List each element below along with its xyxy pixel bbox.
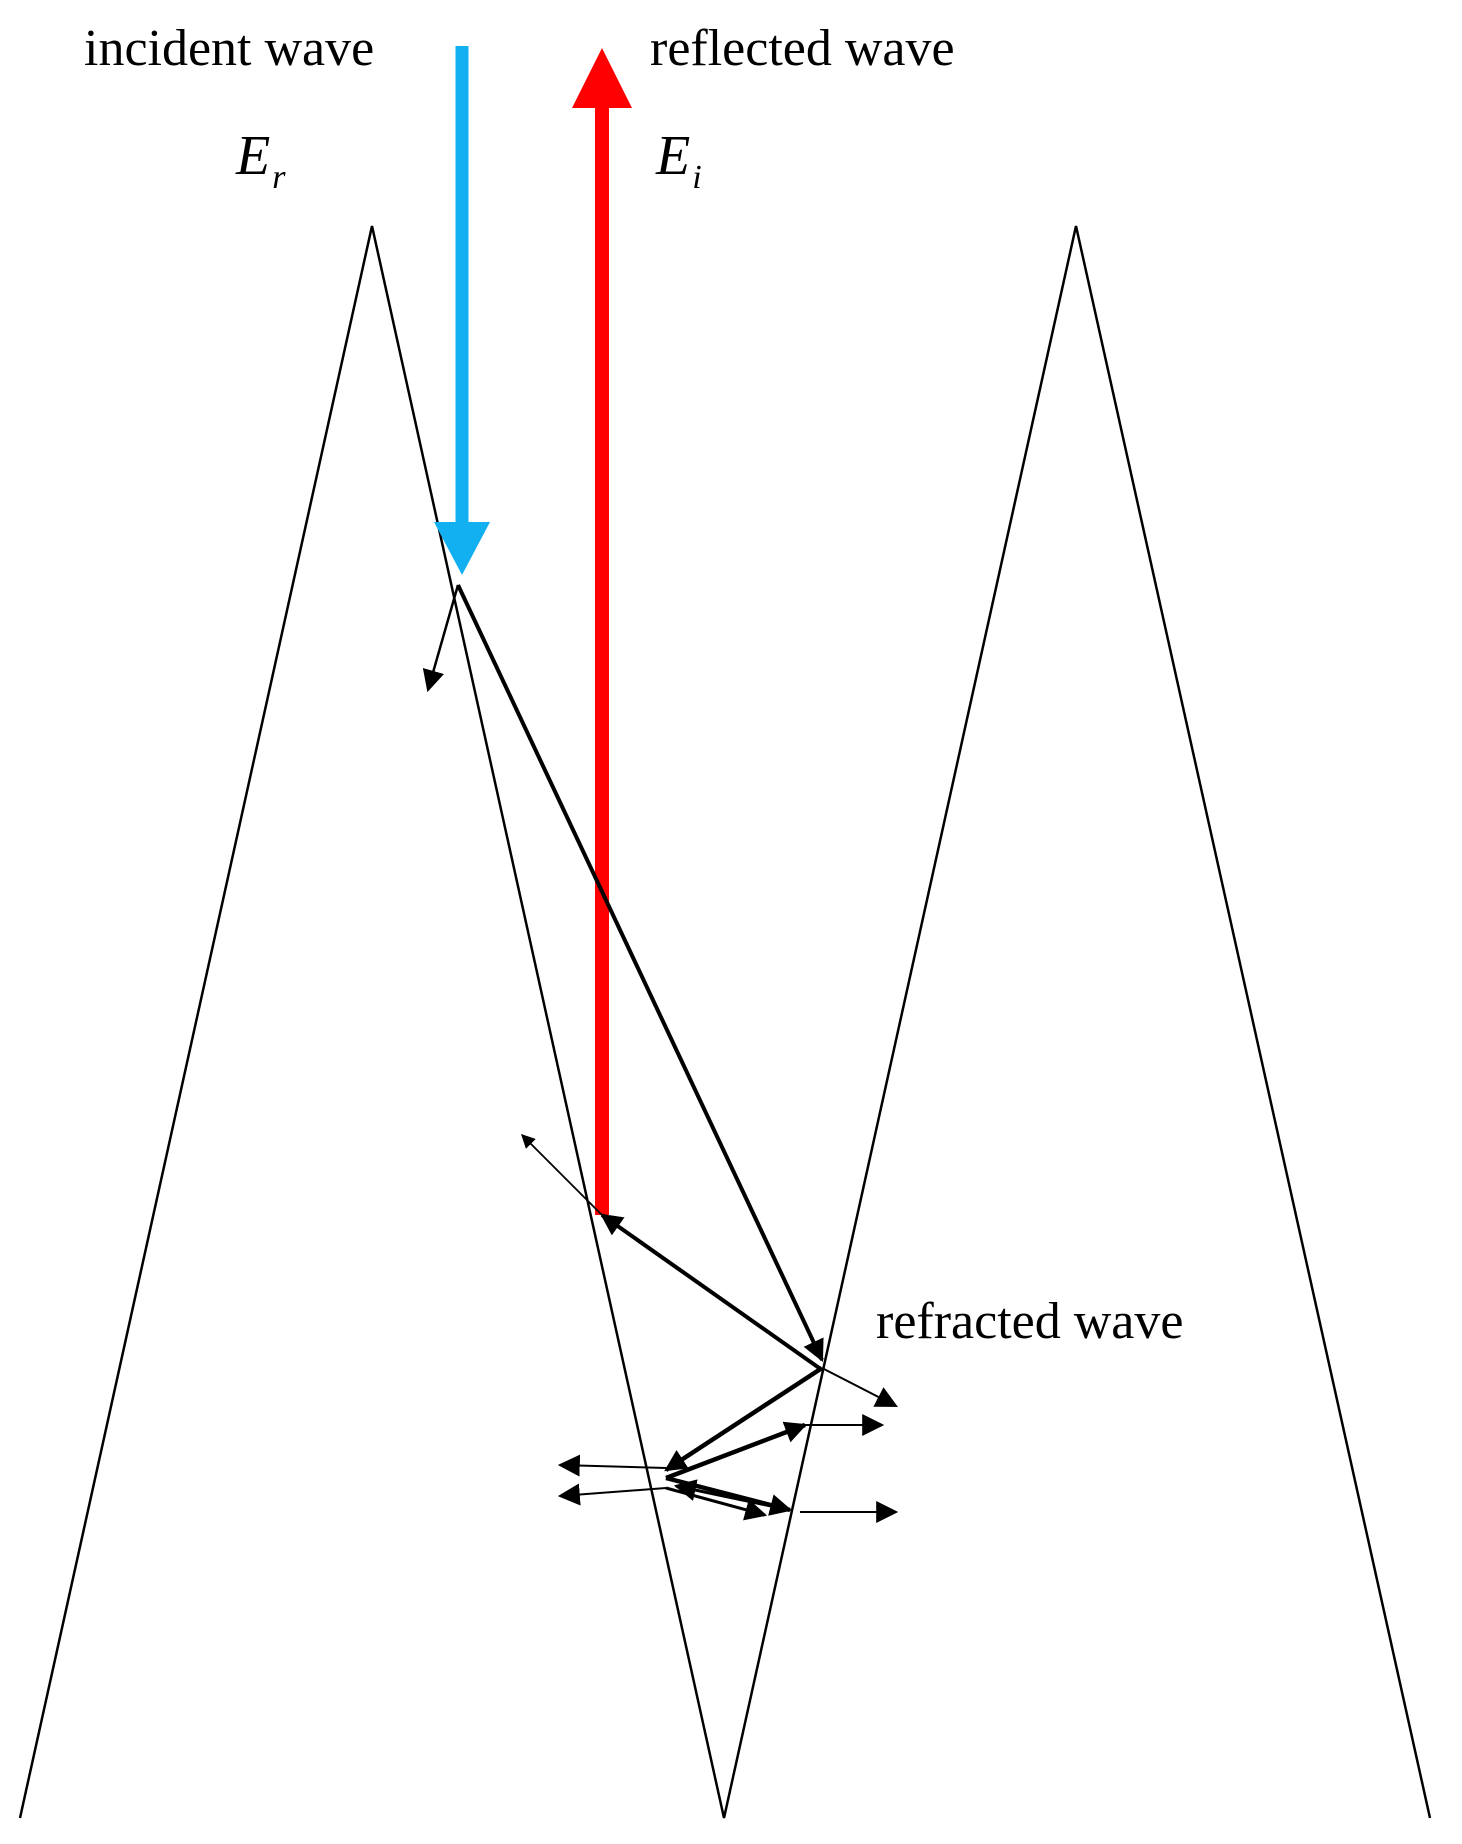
ray-upper-left-thin xyxy=(521,1134,603,1216)
e-r-symbol: Er xyxy=(235,125,286,196)
ray-left-1 xyxy=(557,1454,667,1477)
ray-down-left xyxy=(664,1366,824,1472)
ray-up-right xyxy=(665,1421,808,1481)
e-i-symbol: Ei xyxy=(655,125,702,196)
ray-small-left xyxy=(422,584,460,693)
ray-left-2 xyxy=(557,1483,667,1506)
refracted-ray-paths xyxy=(422,584,899,1523)
ray-back-to-red xyxy=(600,1213,824,1372)
ray-main-diagonal xyxy=(456,584,824,1362)
ray-back-left xyxy=(673,1479,791,1512)
incident-wave-arrow xyxy=(434,46,490,575)
reflected-wave-arrow xyxy=(572,48,632,1215)
reflected-wave-label: reflected wave xyxy=(650,20,955,77)
incident-wave-label: incident wave xyxy=(84,20,374,77)
ray-exit-right-1 xyxy=(821,1367,898,1408)
surface-profile xyxy=(18,225,1432,1819)
refracted-wave-label: refracted wave xyxy=(876,1293,1183,1350)
